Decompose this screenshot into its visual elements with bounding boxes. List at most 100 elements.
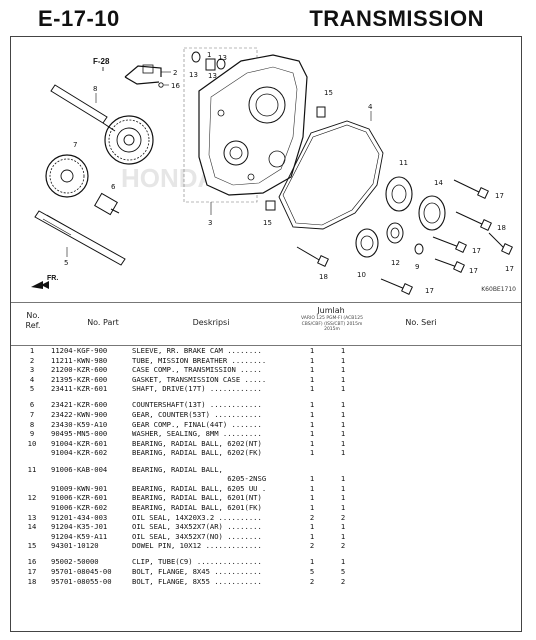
part-number: 11211-KWN-980 <box>51 355 108 365</box>
counter-gear <box>45 154 89 198</box>
ref-number: 13 <box>27 512 37 522</box>
part-description: OIL SEAL, 14X20X3.2 .......... <box>132 512 262 522</box>
qty-model-2: 1 <box>340 448 346 458</box>
part-number: 23430-K59-A10 <box>51 419 108 429</box>
ref-number: 3 <box>29 365 35 375</box>
qty-model-2: 1 <box>340 410 346 420</box>
part-number: 23422-KWN-900 <box>51 410 108 420</box>
qty-model-2: 1 <box>340 419 346 429</box>
part-description: SLEEVE, RR. BRAKE CAM ........ <box>132 346 262 355</box>
part-description: CASE COMP., TRANSMISSION ..... <box>132 365 262 375</box>
qty-model-1: 1 <box>309 419 315 429</box>
part-description: CLIP, TUBE(C9) ............... <box>132 557 262 567</box>
callout-18b: 18 <box>319 273 328 281</box>
part-description: GEAR COMP., FINAL(44T) ....... <box>132 419 262 429</box>
qty-model-1: 1 <box>309 438 315 448</box>
part-description: OIL SEAL, 34X52X7(NO) ........ <box>132 531 262 541</box>
callout-13b: 13 <box>218 54 227 62</box>
qty-model-1: 1 <box>309 493 315 503</box>
ref-number: 11 <box>27 464 37 474</box>
part-description: OIL SEAL, 34X52X7(AR) ........ <box>132 522 262 532</box>
qty-model-1: 5 <box>309 566 315 576</box>
qty-model-1: 1 <box>309 384 315 394</box>
callout-18a: 18 <box>497 224 506 232</box>
qty-model-2: 1 <box>340 522 346 532</box>
front-direction-arrow <box>31 281 49 289</box>
part-description: BEARING, RADIAL BALL, 6202(FK) <box>132 448 262 458</box>
callout-4: 4 <box>368 103 373 111</box>
ref-number: 10 <box>27 438 37 448</box>
part-number: 95002-50000 <box>51 557 99 567</box>
qty-model-2: 1 <box>340 474 346 484</box>
callout-17e: 17 <box>425 287 434 295</box>
qty-model-2: 2 <box>340 576 346 586</box>
callout-17a: 17 <box>495 192 504 200</box>
part-number: 21200-KZR-600 <box>51 365 108 375</box>
qty-model-2: 1 <box>340 502 346 512</box>
part-description: WASHER, SEALING, 8MM ......... <box>132 429 262 439</box>
flange-bolts <box>296 179 513 295</box>
part-description: GEAR, COUNTER(53T) ........... <box>132 410 262 420</box>
qty-model-1: 1 <box>309 400 315 410</box>
exploded-parts-diagram: HONDA F-28 2 16 13 1 13 13 3 <box>31 47 514 295</box>
part-number: 21395-KZR-600 <box>51 374 108 384</box>
part-number: 91009-KWN-901 <box>51 483 108 493</box>
qty-model-1: 2 <box>309 576 315 586</box>
qty-model-1: 1 <box>309 374 315 384</box>
part-description: SHAFT, DRIVE(17T) ............ <box>132 384 262 394</box>
qty-model-2: 2 <box>340 541 346 551</box>
qty-model-2: 5 <box>340 566 346 576</box>
callout-15b: 15 <box>263 219 272 227</box>
table-row: 3 21200-KZR-600 CASE COMP., TRANSMISSION .… <box>11 365 521 375</box>
qty-model-2: 1 <box>340 531 346 541</box>
callout-2: 2 <box>173 69 177 77</box>
qty-model-1: 2 <box>309 541 315 551</box>
part-number: 90495-MN5-000 <box>51 429 108 439</box>
bearing-12 <box>386 222 404 244</box>
part-description: BEARING, RADIAL BALL, <box>132 464 223 474</box>
qty-model-1: 1 <box>309 474 315 484</box>
callout-12: 12 <box>391 259 400 267</box>
qty-model-2: 1 <box>340 365 346 375</box>
table-row: 16 95002-50000 CLIP, TUBE(C9) ............… <box>11 557 521 567</box>
qty-model-2: 1 <box>340 346 346 355</box>
part-description: BOLT, FLANGE, 8X45 ........... <box>132 566 262 576</box>
ref-number: 5 <box>29 384 35 394</box>
callout-17d: 17 <box>505 265 514 273</box>
part-description: BOLT, FLANGE, 8X55 ........... <box>132 576 262 586</box>
callout-11: 11 <box>399 159 408 167</box>
callout-13a: 13 <box>189 71 198 79</box>
callout-6: 6 <box>111 183 116 191</box>
qty-model-1: 1 <box>309 410 315 420</box>
header-jumlah: Jumlah <box>317 306 345 315</box>
callout-8: 8 <box>93 85 97 93</box>
part-number: 91006-KAB-004 <box>51 464 108 474</box>
qty-model-2: 1 <box>340 493 346 503</box>
callout-17c: 17 <box>469 267 478 275</box>
part-number: 95701-08045-00 <box>51 566 112 576</box>
part-number: 94301-10120 <box>51 541 99 551</box>
honda-watermark: HONDA <box>121 163 217 193</box>
diagram-code: K60BE1710 <box>481 286 516 293</box>
qty-model-2: 1 <box>340 355 346 365</box>
part-number: 91006-KZR-602 <box>51 502 108 512</box>
qty-model-2: 1 <box>340 384 346 394</box>
qty-model-2: 2 <box>340 512 346 522</box>
bearing-10 <box>355 228 379 258</box>
ref-number: 16 <box>27 557 37 567</box>
ref-number: 8 <box>29 419 35 429</box>
table-row: 11 91006-KAB-004 BEARING, RADIAL BALL, <box>11 465 521 475</box>
header-deskripsi: Deskripsi <box>192 318 230 327</box>
